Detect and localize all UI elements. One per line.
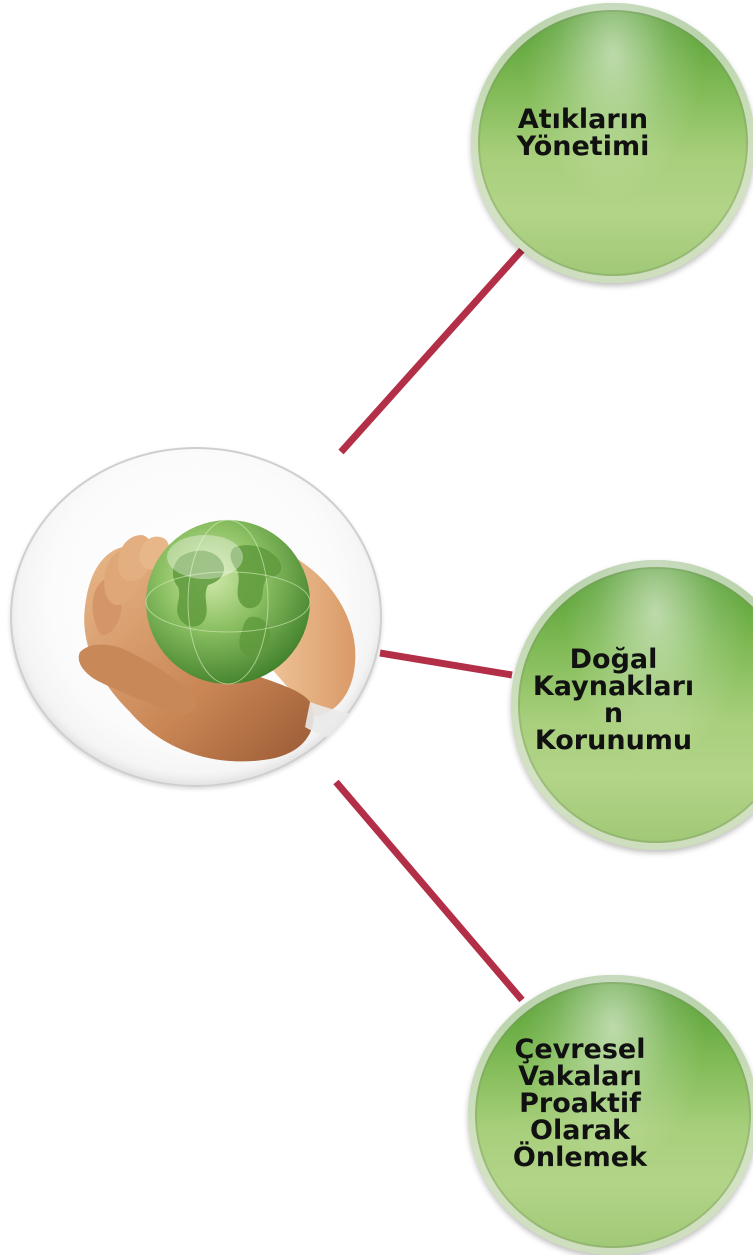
node-label-cevresel-vakalari-onlemek: Çevresel Vakaları Proaktif Olarak Önleme… — [512, 1033, 648, 1173]
hands-holding-globe-icon — [78, 519, 370, 762]
central-globe-hub — [10, 447, 382, 787]
node-cevresel-vakalari-onlemek: Çevresel Vakaları Proaktif Olarak Önleme… — [468, 975, 753, 1255]
connector-to-cevresel-vakalari — [333, 779, 525, 1003]
node-label-dogal-kaynaklarin-korunumu: Doğal Kaynakları n Korunumu — [532, 644, 695, 756]
connector-to-atiklarin-yonetimi — [338, 247, 525, 455]
node-atiklarin-yonetimi: Atıkların Yönetimi — [471, 3, 753, 283]
node-label-atiklarin-yonetimi: Atıkların Yönetimi — [516, 104, 650, 162]
connector-to-dogal-kaynaklarin-korunumu — [379, 649, 513, 679]
node-dogal-kaynaklarin-korunumu: Doğal Kaynakları n Korunumu — [511, 560, 753, 850]
